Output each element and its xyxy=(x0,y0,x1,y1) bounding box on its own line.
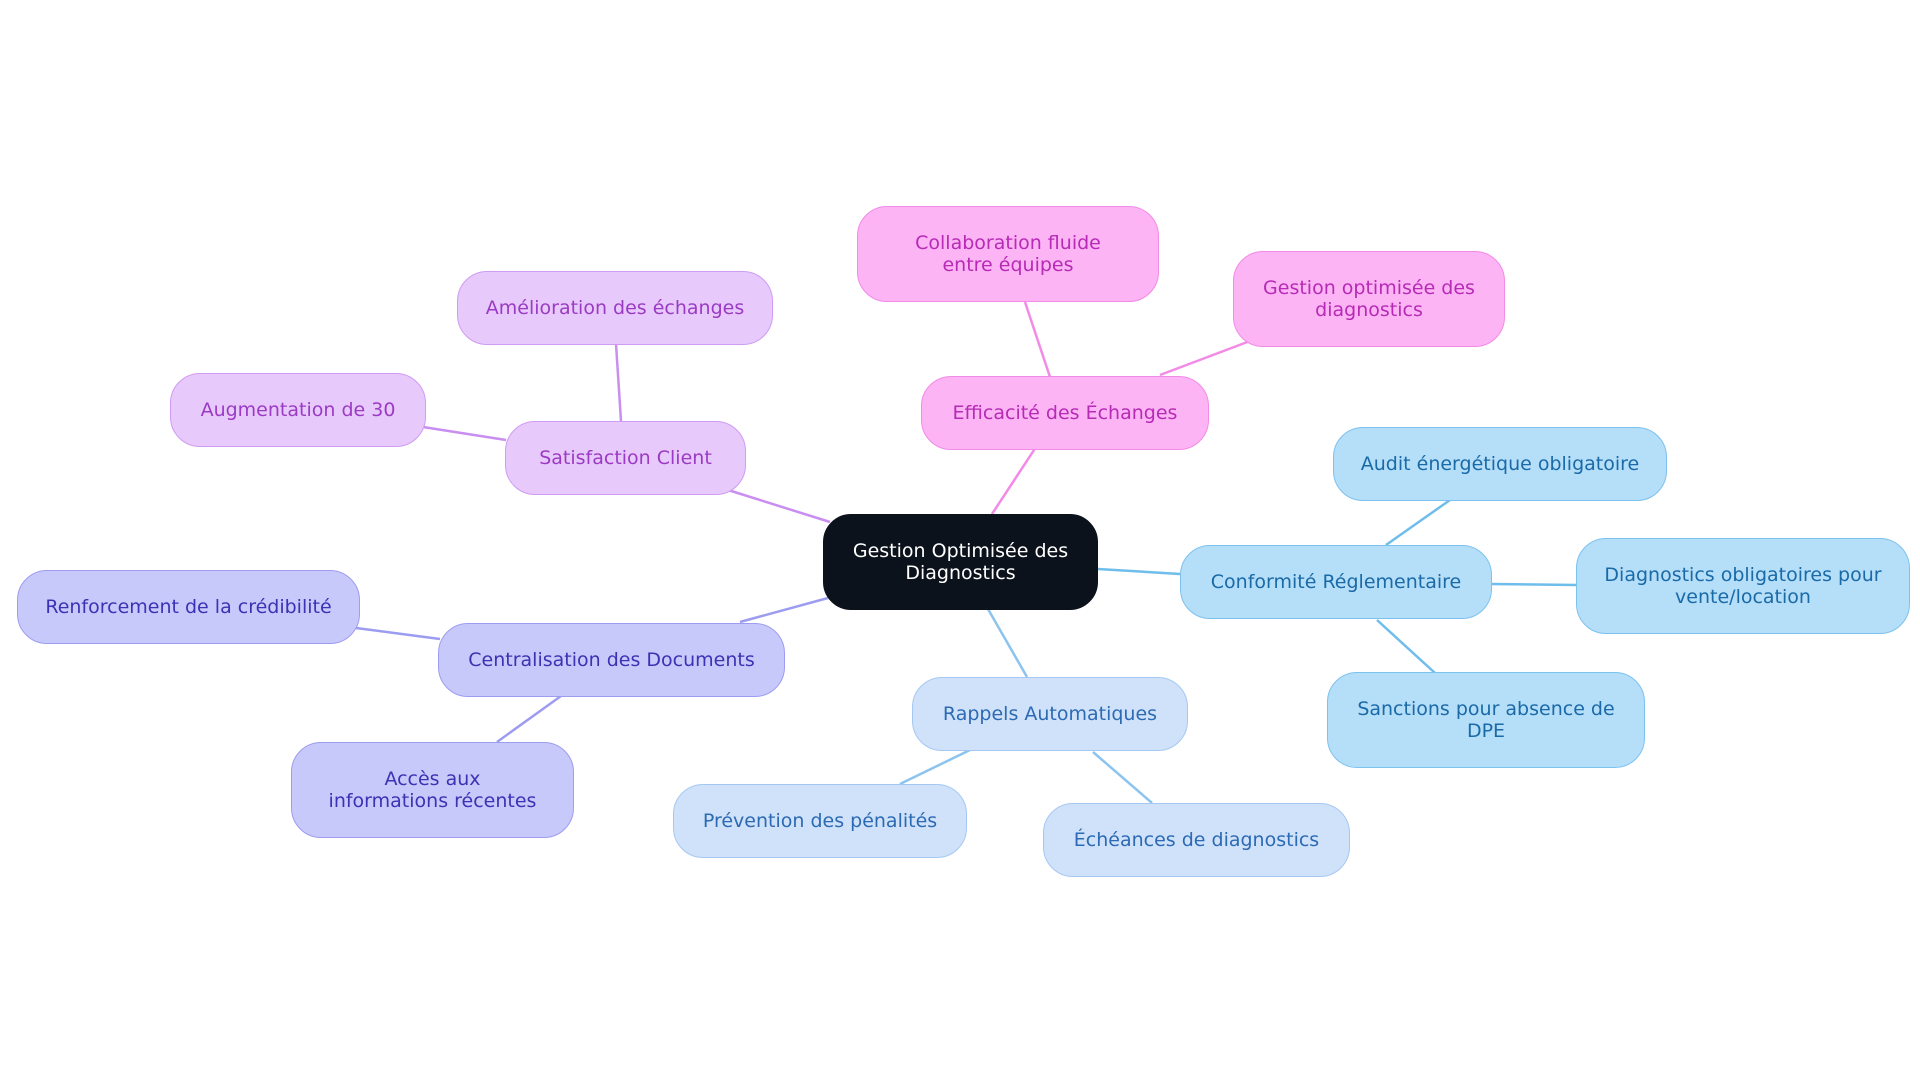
leaf-acces-informations[interactable]: Accès aux informations récentes xyxy=(291,742,574,838)
root-node[interactable]: Gestion Optimisée des Diagnostics xyxy=(823,514,1098,610)
leaf-label: Échéances de diagnostics xyxy=(1073,829,1320,851)
edge-conformite-audit xyxy=(1385,498,1451,547)
edge-centralisation-acces xyxy=(496,694,562,744)
leaf-label: Amélioration des échanges xyxy=(485,297,745,319)
edge-rappels-prevention xyxy=(899,748,971,786)
branch-label: Efficacité des Échanges xyxy=(952,402,1178,424)
leaf-label: Augmentation de 30 xyxy=(200,399,396,421)
leaf-prevention-penalites[interactable]: Prévention des pénalités xyxy=(673,784,967,858)
leaf-audit-energetique[interactable]: Audit énergétique obligatoire xyxy=(1333,427,1667,501)
branch-label: Satisfaction Client xyxy=(539,447,712,469)
edge-conformite-sanctions xyxy=(1376,619,1436,674)
leaf-label: Collaboration fluide entre équipes xyxy=(915,232,1101,276)
leaf-echeances-diagnostics[interactable]: Échéances de diagnostics xyxy=(1043,803,1350,877)
root-label: Gestion Optimisée des Diagnostics xyxy=(852,540,1069,584)
edge-satisfaction-amelioration xyxy=(614,343,623,422)
branch-label: Conformité Réglementaire xyxy=(1210,571,1462,593)
leaf-label: Prévention des pénalités xyxy=(702,810,938,832)
leaf-label: Renforcement de la crédibilité xyxy=(45,596,332,618)
edge-root-conformite xyxy=(1097,567,1181,576)
branch-centralisation-documents[interactable]: Centralisation des Documents xyxy=(438,623,785,697)
branch-conformite-reglementaire[interactable]: Conformité Réglementaire xyxy=(1180,545,1492,619)
leaf-renforcement-credibilite[interactable]: Renforcement de la crédibilité xyxy=(17,570,360,644)
leaf-label: Sanctions pour absence de DPE xyxy=(1357,698,1615,742)
branch-efficacite-echanges[interactable]: Efficacité des Échanges xyxy=(921,376,1209,450)
edge-conformite-diagnostics xyxy=(1491,582,1578,587)
branch-satisfaction-client[interactable]: Satisfaction Client xyxy=(505,421,746,495)
leaf-label: Diagnostics obligatoires pour vente/loca… xyxy=(1604,564,1882,608)
edge-efficacite-collaboration xyxy=(1023,301,1052,378)
leaf-diagnostics-obligatoires[interactable]: Diagnostics obligatoires pour vente/loca… xyxy=(1576,538,1910,634)
leaf-label: Gestion optimisée des diagnostics xyxy=(1263,277,1475,321)
leaf-label: Accès aux informations récentes xyxy=(328,768,537,812)
edge-satisfaction-augmentation xyxy=(422,425,507,442)
edge-root-rappels xyxy=(986,608,1029,678)
leaf-label: Audit énergétique obligatoire xyxy=(1360,453,1640,475)
branch-label: Rappels Automatiques xyxy=(942,703,1158,725)
edge-efficacite-gestion xyxy=(1159,339,1251,377)
leaf-sanctions-dpe[interactable]: Sanctions pour absence de DPE xyxy=(1327,672,1645,768)
branch-rappels-automatiques[interactable]: Rappels Automatiques xyxy=(912,677,1188,751)
branch-label: Centralisation des Documents xyxy=(468,649,755,671)
edge-root-satisfaction xyxy=(727,488,831,524)
edge-root-centralisation xyxy=(739,596,829,624)
leaf-augmentation-30[interactable]: Augmentation de 30 xyxy=(170,373,426,447)
edge-root-efficacite xyxy=(990,446,1038,515)
leaf-collaboration-fluide[interactable]: Collaboration fluide entre équipes xyxy=(857,206,1159,302)
edge-centralisation-renforcement xyxy=(355,626,441,641)
edge-rappels-echeances xyxy=(1092,751,1153,804)
leaf-amelioration-echanges[interactable]: Amélioration des échanges xyxy=(457,271,773,345)
leaf-gestion-optimisee[interactable]: Gestion optimisée des diagnostics xyxy=(1233,251,1505,347)
